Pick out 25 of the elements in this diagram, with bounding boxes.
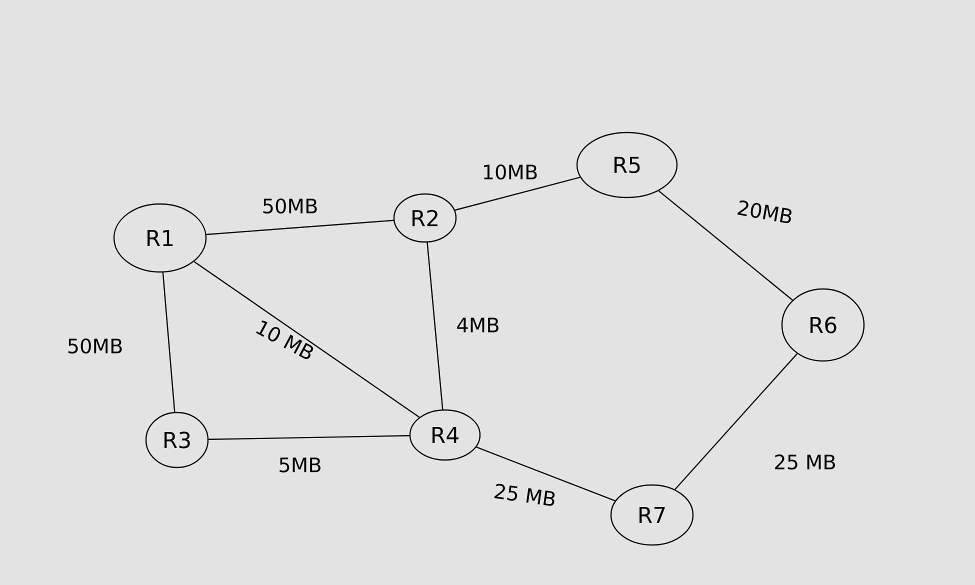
link-line (194, 261, 420, 418)
edge-label: 5MB (277, 456, 323, 474)
edge-label: 4MB (455, 316, 501, 334)
edge-label: 25 MB (772, 453, 838, 471)
edge-label: 50MB (260, 197, 320, 215)
link-line (206, 220, 394, 236)
edge-label: 10MB (480, 163, 540, 181)
link-line (208, 435, 410, 440)
link-line (674, 353, 798, 490)
router-node: R2 (393, 193, 457, 243)
edge-label: 10 MB (252, 317, 318, 363)
link-line (426, 242, 444, 410)
link-line (454, 176, 580, 211)
router-node: R6 (781, 288, 865, 362)
router-node: R4 (409, 409, 481, 461)
link-line (476, 446, 616, 502)
router-node: R7 (610, 484, 694, 546)
link-line (162, 272, 176, 412)
edge-label: 20MB (734, 198, 796, 226)
edge-label: 50MB (66, 337, 124, 355)
edge-label: 25 MB (492, 482, 558, 508)
router-node: R3 (145, 412, 209, 468)
link-line (658, 190, 793, 301)
router-node: R1 (113, 203, 207, 273)
router-node: R5 (576, 132, 678, 198)
